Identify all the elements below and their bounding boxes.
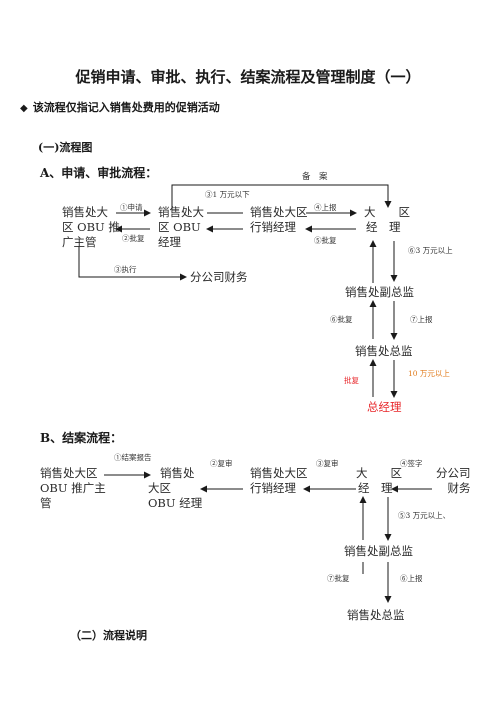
a-node-deputy-director: 销售处副总监 xyxy=(345,285,414,299)
b-node-region-marketing-manager: 销售处大区行销经理 xyxy=(250,466,308,495)
a-exec-line xyxy=(78,246,187,281)
a-node-region-marketing-manager: 销售处大区行销经理 xyxy=(250,205,308,234)
b-node-deputy-director: 销售处副总监 xyxy=(344,544,413,558)
a-label-reply2: ②批复 xyxy=(122,234,145,243)
b-label-sign: ④签字 xyxy=(400,459,423,468)
b-label-report6: ⑥上报 xyxy=(400,574,423,583)
a-label-reply-red: 批复 xyxy=(344,376,359,385)
a-filing-label: 备 案 xyxy=(302,172,328,182)
section-flowchart-heading: (一)流程图 xyxy=(38,141,93,154)
diamond-bullet-icon: ◆ xyxy=(20,103,28,114)
b-label-reply7: ⑦批复 xyxy=(327,574,350,583)
a-label-over10: 10 万元以上 xyxy=(408,369,450,378)
b-node-branch-finance: 分公司财务 xyxy=(436,466,471,495)
a-node-region-manager: 大 区经 理 xyxy=(364,205,410,234)
b-label-report: ①结案报告 xyxy=(114,453,152,462)
b-label-review2: ②复审 xyxy=(210,459,233,468)
a-label-over3: ⑥3 万元以上 xyxy=(408,246,453,255)
a-label-reply5: ⑤批复 xyxy=(314,236,337,245)
a-label-exec: ③执行 xyxy=(114,265,137,274)
flow-a-heading: A、申请、审批流程： xyxy=(40,166,158,180)
a-node-branch-finance: 分公司财务 xyxy=(190,270,248,284)
a-label-report4: ④上报 xyxy=(314,203,337,212)
a-label-report7: ⑦上报 xyxy=(410,315,433,324)
section-description-heading: （二）流程说明 xyxy=(70,629,147,642)
a-label-reply6: ⑥批复 xyxy=(330,315,353,324)
scope-note-text: 该流程仅指记入销售处费用的促销活动 xyxy=(32,101,220,114)
page-title: 促销申请、审批、执行、结案流程及管理制度（一） xyxy=(75,68,421,86)
a-node-general-manager: 总经理 xyxy=(367,400,402,414)
b-node-director: 销售处总监 xyxy=(347,608,405,622)
b-label-over3: ⑤3 万元以上、 xyxy=(398,511,451,520)
a-node-obu-supervisor: 销售处大区 OBU 推广主管 xyxy=(62,205,120,249)
a-node-director: 销售处总监 xyxy=(355,344,413,358)
scope-note: ◆ 该流程仅指记入销售处费用的促销活动 xyxy=(20,99,220,115)
a-filing-line xyxy=(171,184,392,209)
a-label-apply: ①申请 xyxy=(120,203,143,212)
flow-b-heading: B、结案流程： xyxy=(40,431,123,445)
a-label-under1: ③1 万元以下 xyxy=(205,190,250,199)
b-label-review3: ③复审 xyxy=(316,459,339,468)
b-node-region-manager: 大 区经 理 xyxy=(356,466,402,495)
